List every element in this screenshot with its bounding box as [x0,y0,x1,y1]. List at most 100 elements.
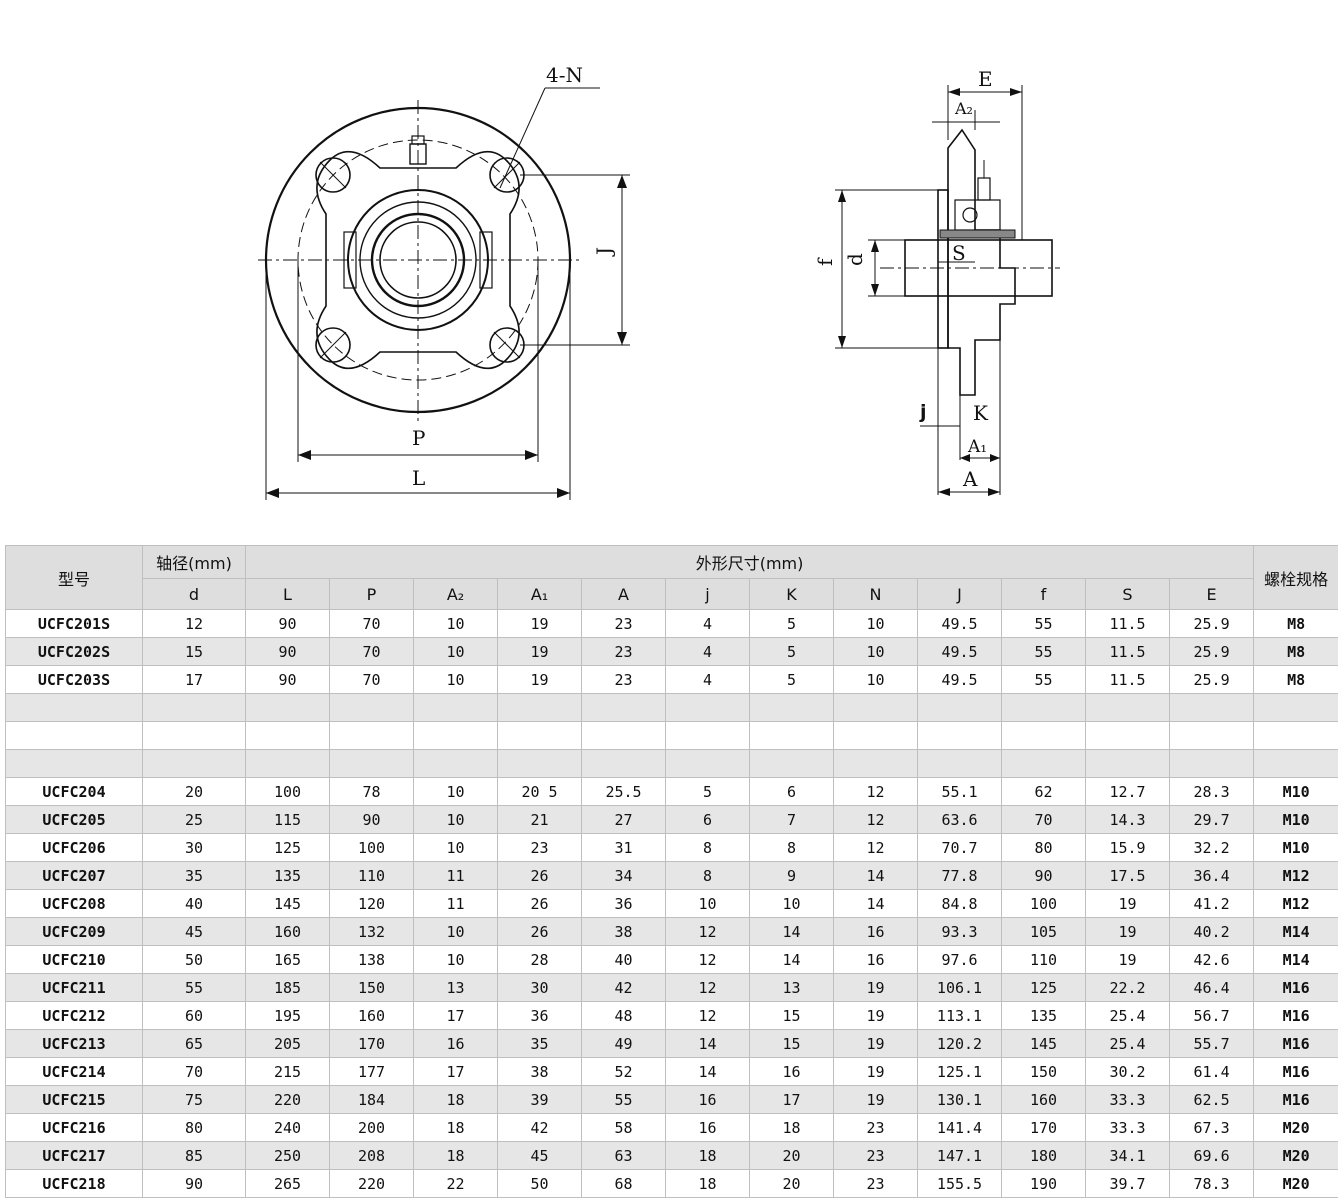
value-cell: 11.5 [1085,609,1170,638]
value-cell [413,749,498,778]
value-cell: 45 [142,917,246,946]
value-cell: 10 [665,889,750,918]
value-cell: 46.4 [1168,973,1255,1002]
value-cell [142,721,246,750]
model-cell: UCFC206 [5,833,143,862]
table-row [5,693,1338,722]
value-cell: 61.4 [1168,1057,1255,1086]
value-cell [1085,693,1170,722]
value-cell [581,693,666,722]
value-cell: 90 [245,609,330,638]
column-header: f [1001,578,1086,610]
column-header: N [833,578,918,610]
value-cell: 42 [581,973,666,1002]
value-cell: 33.3 [1085,1085,1170,1114]
value-cell: 97.6 [917,945,1002,974]
value-cell: 100 [245,777,330,806]
value-cell: 205 [245,1029,330,1058]
value-cell: M16 [1253,1085,1338,1114]
value-cell: 250 [245,1141,330,1170]
value-cell: 77.8 [917,861,1002,890]
value-cell: 60 [142,1001,246,1030]
model-cell: UCFC213 [5,1029,143,1058]
value-cell: 18 [749,1113,834,1142]
value-cell: 100 [1001,889,1086,918]
value-cell [1253,749,1338,778]
value-cell: M8 [1253,609,1338,638]
value-cell: 15 [142,637,246,666]
value-cell: 20 [142,777,246,806]
value-cell: 115 [245,805,330,834]
value-cell: 15.9 [1085,833,1170,862]
value-cell: 20 [749,1141,834,1170]
column-header: A [581,578,666,610]
value-cell [665,693,750,722]
value-cell: M20 [1253,1113,1338,1142]
value-cell: 38 [581,917,666,946]
value-cell: 10 [833,637,918,666]
value-cell: 18 [665,1169,750,1198]
value-cell: 215 [245,1057,330,1086]
value-cell: 10 [413,609,498,638]
value-cell: M20 [1253,1169,1338,1198]
value-cell: 42 [497,1113,582,1142]
value-cell: 55.7 [1168,1029,1255,1058]
value-cell: 70.7 [917,833,1002,862]
value-cell [1168,749,1255,778]
value-cell: 78.3 [1168,1169,1255,1198]
value-cell: 7 [749,805,834,834]
value-cell: 80 [1001,833,1086,862]
value-cell: 70 [142,1057,246,1086]
value-cell: 185 [245,973,330,1002]
value-cell: 29.7 [1168,805,1255,834]
value-cell: 8 [749,833,834,862]
model-cell: UCFC204 [5,777,143,806]
column-header: S [1085,578,1170,610]
value-cell: 70 [329,665,414,694]
value-cell: 125.1 [917,1057,1002,1086]
value-cell: 85 [142,1141,246,1170]
value-cell: 12 [665,1001,750,1030]
value-cell: 30 [497,973,582,1002]
value-cell: 100 [329,833,414,862]
value-cell: 13 [749,973,834,1002]
value-cell: 55 [1001,637,1086,666]
value-cell: 18 [413,1113,498,1142]
value-cell: 4 [665,637,750,666]
value-cell: 165 [245,945,330,974]
value-cell: 25.9 [1168,637,1255,666]
value-cell: 14 [749,917,834,946]
value-cell: 90 [245,665,330,694]
value-cell: 36 [581,889,666,918]
value-cell: 14 [749,945,834,974]
column-header: j [665,578,750,610]
value-cell [413,693,498,722]
column-header: E [1168,578,1255,610]
value-cell: 78 [329,777,414,806]
value-cell: 40 [142,889,246,918]
value-cell: 110 [1001,945,1086,974]
label-k: K [973,401,989,425]
value-cell [245,693,330,722]
value-cell: 30 [142,833,246,862]
label-a2: A₂ [954,99,973,118]
value-cell: 11.5 [1085,637,1170,666]
value-cell: 240 [245,1113,330,1142]
value-cell: 14.3 [1085,805,1170,834]
model-cell [5,693,143,722]
value-cell: 16 [413,1029,498,1058]
value-cell: 120 [329,889,414,918]
value-cell: 208 [329,1141,414,1170]
value-cell: 62 [1001,777,1086,806]
value-cell: 17 [413,1001,498,1030]
value-cell: 14 [833,861,918,890]
